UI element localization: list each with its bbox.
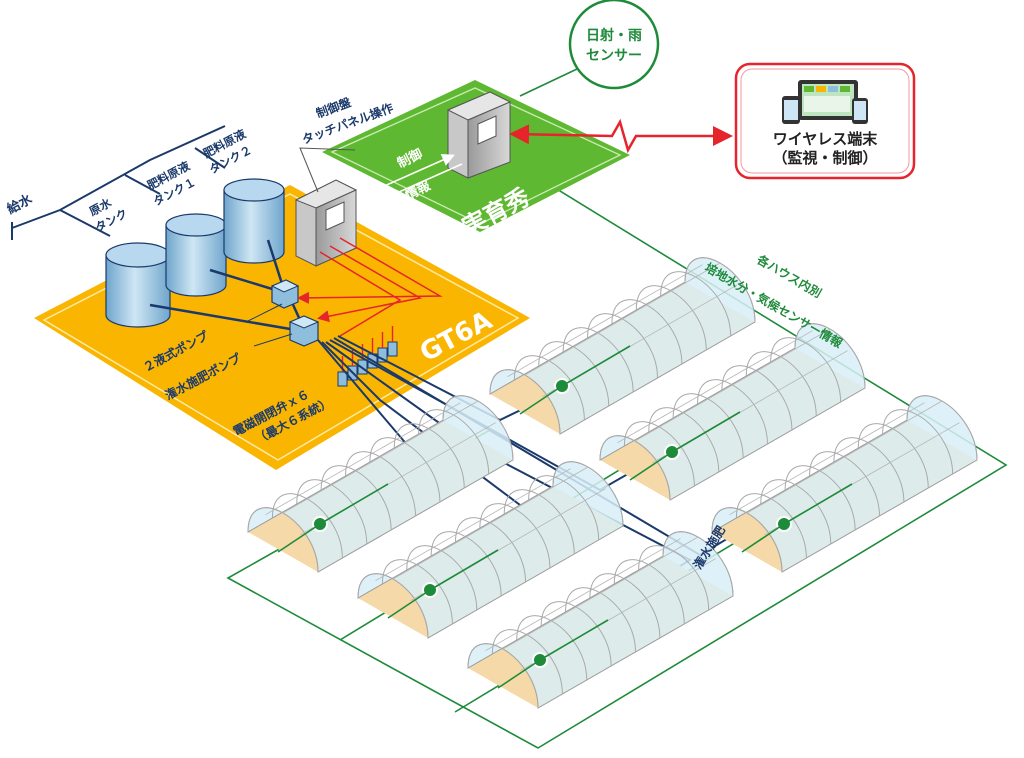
pump-leader-lines bbox=[245, 303, 293, 347]
house-sensor-leaders bbox=[277, 345, 853, 689]
control-info-arrows bbox=[361, 154, 463, 205]
wireless-link bbox=[509, 118, 733, 154]
tank-pump-pipes bbox=[149, 239, 302, 332]
control-panel-leader bbox=[299, 147, 356, 193]
panel-control-arrows bbox=[297, 237, 443, 337]
phone-icon-2 bbox=[852, 98, 868, 124]
wireless-terminal-box bbox=[734, 62, 916, 180]
sensor-label-1: 日射・雨 bbox=[586, 27, 642, 44]
sun-rain-sensor bbox=[568, 0, 660, 90]
sensor-label-2: センサー bbox=[586, 48, 642, 64]
irrigation-pump bbox=[288, 315, 320, 347]
phone-icon bbox=[782, 96, 800, 124]
fertilizer-tank-1 bbox=[165, 213, 227, 297]
wireless-label-1: ワイヤレス端末 bbox=[773, 130, 879, 148]
raw-water-tank bbox=[105, 242, 171, 328]
water-supply-label: 給水 bbox=[4, 191, 35, 218]
wireless-label-2: （監視・制御） bbox=[772, 149, 877, 167]
two-liquid-pump bbox=[270, 279, 300, 309]
tablet-icon bbox=[798, 80, 858, 120]
jitsuikushu-controller bbox=[446, 91, 512, 179]
fertilizer-tank-2 bbox=[223, 178, 285, 264]
supply-pipes bbox=[11, 125, 226, 240]
